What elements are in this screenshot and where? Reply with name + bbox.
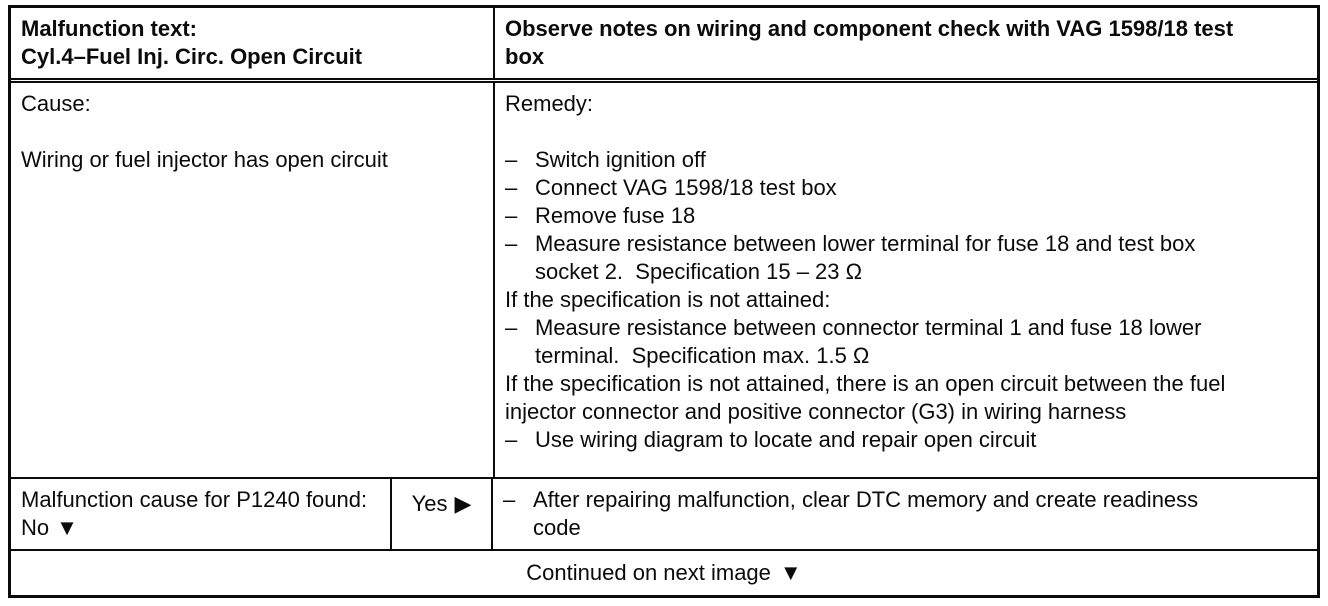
down-triangle-icon: ▼ (56, 515, 78, 540)
remedy-condition-text: If the specification is not attained: (505, 287, 831, 312)
remedy-step: – Measure resistance between connector t… (505, 314, 1307, 370)
diagnostic-table: Malfunction text: Cyl.4–Fuel Inj. Circ. … (8, 5, 1320, 598)
question-cell: Malfunction cause for P1240 found: No▼ (11, 479, 392, 549)
remedy-step-text: Use wiring diagram to locate and repair … (535, 427, 1037, 452)
dash-marker: – (503, 487, 516, 512)
footer-row: Continued on next image ▼ (11, 551, 1317, 595)
note-cell: Observe notes on wiring and component ch… (495, 8, 1317, 78)
action-step: – After repairing malfunction, clear DTC… (503, 486, 1307, 542)
remedy-step-text: Measure resistance between lower termina… (535, 231, 1196, 284)
remedy-label: Remedy: (505, 91, 594, 116)
malfunction-text-cell: Malfunction text: Cyl.4–Fuel Inj. Circ. … (11, 8, 495, 78)
down-triangle-icon: ▼ (779, 560, 802, 585)
right-triangle-icon: ▶ (454, 491, 472, 516)
decision-row: Malfunction cause for P1240 found: No▼ Y… (11, 479, 1317, 551)
dash-marker: – (505, 175, 518, 200)
dash-marker: – (505, 427, 518, 452)
cause-remedy-row: Cause: Wiring or fuel injector has open … (11, 83, 1317, 479)
cause-cell: Cause: Wiring or fuel injector has open … (11, 83, 495, 477)
remedy-step: – Use wiring diagram to locate and repai… (505, 426, 1307, 454)
yes-label: Yes (411, 491, 448, 516)
question-text: Malfunction cause for P1240 found: No (21, 487, 368, 540)
remedy-condition: If the specification is not attained, th… (505, 370, 1307, 426)
remedy-condition: If the specification is not attained: (505, 286, 1307, 314)
cause-text: Wiring or fuel injector has open circuit (21, 147, 388, 172)
footer-text: Continued on next image (526, 560, 771, 585)
cause-label: Cause: (21, 91, 91, 116)
malfunction-label: Malfunction text: (21, 16, 197, 41)
malfunction-value: Cyl.4–Fuel Inj. Circ. Open Circuit (21, 44, 363, 69)
yes-cell: Yes▶ (392, 479, 493, 549)
action-cell: – After repairing malfunction, clear DTC… (493, 479, 1317, 549)
action-text: After repairing malfunction, clear DTC m… (533, 487, 1199, 540)
header-row: Malfunction text: Cyl.4–Fuel Inj. Circ. … (11, 8, 1317, 83)
dash-marker: – (505, 315, 518, 340)
dash-marker: – (505, 147, 518, 172)
remedy-step-text: Measure resistance between connector ter… (535, 315, 1202, 368)
remedy-step: – Remove fuse 18 (505, 202, 1307, 230)
remedy-cell: Remedy: – Switch ignition off – Connect … (495, 83, 1317, 477)
dash-marker: – (505, 231, 518, 256)
dash-marker: – (505, 203, 518, 228)
remedy-step-text: Connect VAG 1598/18 test box (535, 175, 837, 200)
remedy-condition-text: If the specification is not attained, th… (505, 371, 1226, 424)
remedy-step: – Switch ignition off (505, 146, 1307, 174)
note-text: Observe notes on wiring and component ch… (505, 16, 1234, 69)
remedy-step-text: Remove fuse 18 (535, 203, 696, 228)
remedy-step: – Connect VAG 1598/18 test box (505, 174, 1307, 202)
remedy-step: – Measure resistance between lower termi… (505, 230, 1307, 286)
remedy-step-text: Switch ignition off (535, 147, 706, 172)
